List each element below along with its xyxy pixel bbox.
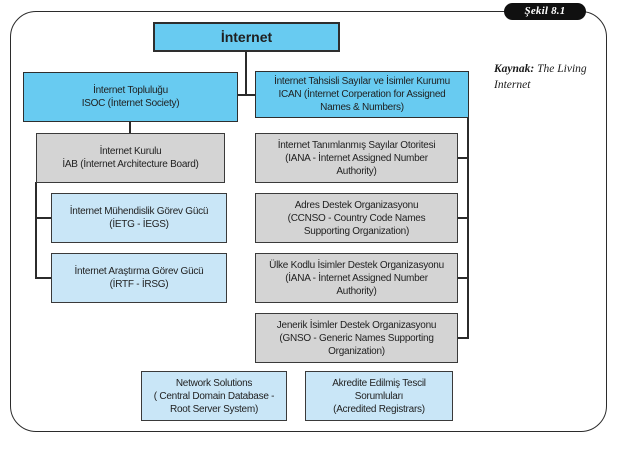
connector-stub-irtf: [35, 277, 52, 279]
node-jenerik: Jenerik İsimler Destek Organizasyonu (GN…: [255, 313, 458, 363]
node-irtf: İnternet Araştırma Görev Gücü (İRTF - İR…: [51, 253, 227, 303]
node-iab: İnternet Kurulu İAB (İnternet Architectu…: [36, 133, 225, 183]
node-isoc: İnternet Topluluğu ISOC (İnternet Societ…: [23, 72, 238, 122]
figure-number-tab: Şekil 8.1: [504, 3, 586, 20]
connector-isoc-iab: [129, 122, 131, 134]
node-adres: Adres Destek Organizasyonu (CCNSO - Coun…: [255, 193, 458, 243]
node-internet: İnternet: [153, 22, 340, 52]
source-note: Kaynak: The Living Internet: [494, 62, 606, 93]
source-label: Kaynak:: [494, 63, 535, 75]
connector-right-rail: [467, 94, 469, 339]
connector-stub-iana: [457, 157, 469, 159]
connector-isoc-ican: [238, 94, 255, 96]
connector-stub-ulke: [457, 277, 469, 279]
connector-internet-down: [245, 52, 247, 96]
node-network-solutions: Network Solutions ( Central Domain Datab…: [141, 371, 287, 421]
connector-stub-adres: [457, 217, 469, 219]
node-ulke: Ülke Kodlu İsimler Destek Organizasyonu …: [255, 253, 458, 303]
node-ican: İnternet Tahsisli Sayılar ve İsimler Kur…: [255, 71, 469, 118]
connector-stub-jenerik: [457, 337, 469, 339]
node-ietg: İnternet Mühendislik Görev Gücü (İETG - …: [51, 193, 227, 243]
figure-number-label: Şekil 8.1: [524, 5, 566, 17]
source-title: The Living Internet: [494, 63, 587, 91]
node-akredite: Akredite Edilmiş Tescil Sorumluları (Acr…: [305, 371, 453, 421]
node-iana: İnternet Tanımlanmış Sayılar Otoritesi (…: [255, 133, 458, 183]
connector-stub-ietg: [35, 217, 52, 219]
connector-left-rail: [35, 182, 37, 279]
